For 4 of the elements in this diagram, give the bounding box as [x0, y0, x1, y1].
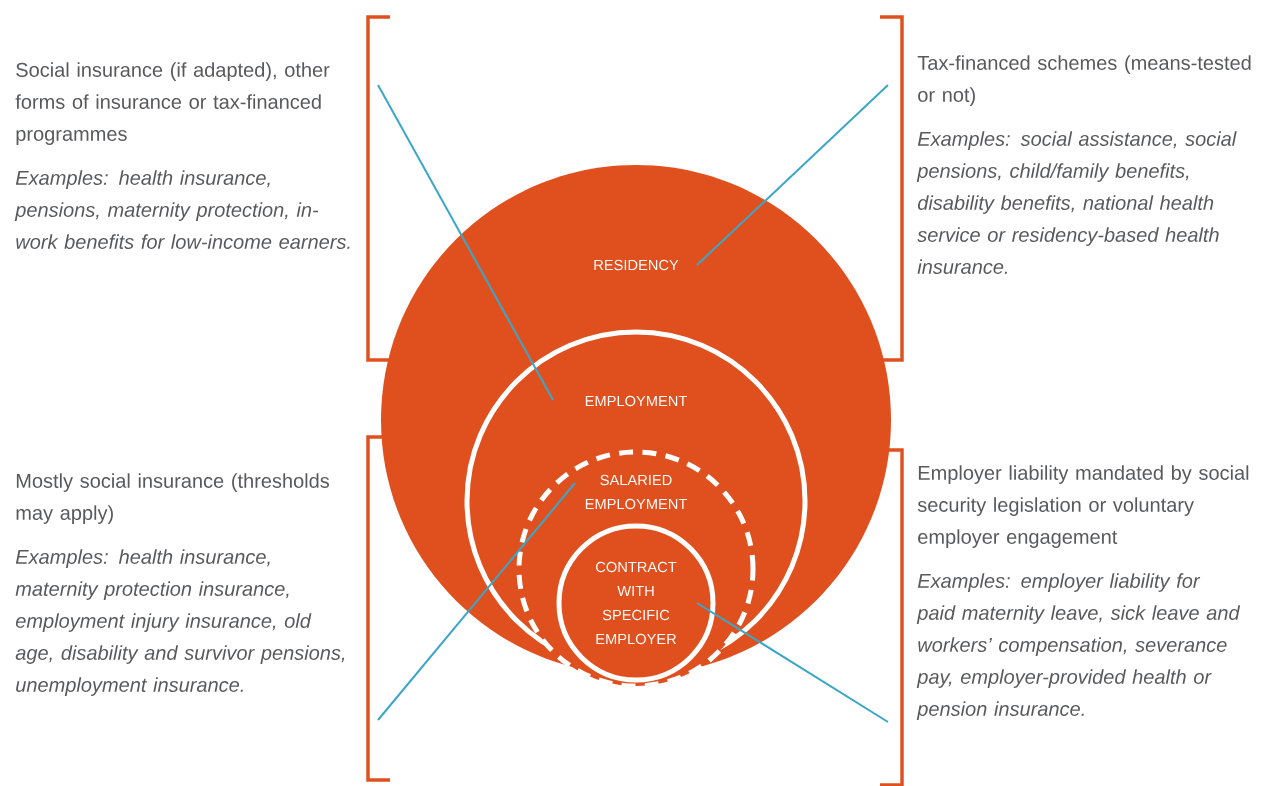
leader-line — [696, 84, 889, 266]
leader-line — [696, 602, 889, 723]
leader-line — [377, 84, 554, 401]
leader-line — [377, 482, 576, 721]
